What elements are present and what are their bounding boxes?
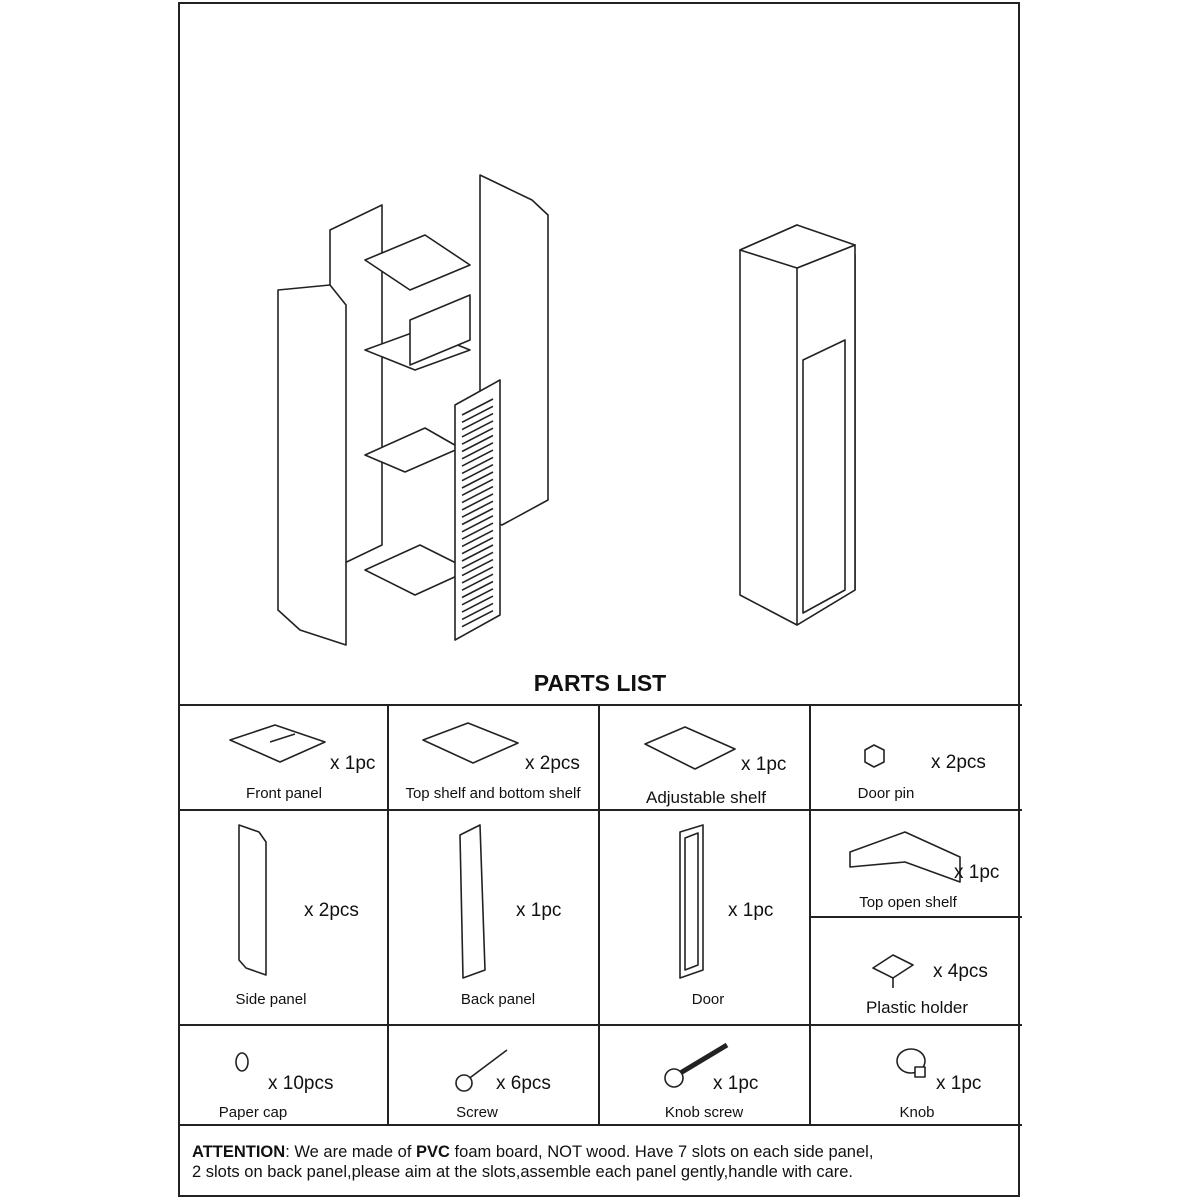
part-qty: x 1pc bbox=[713, 1073, 759, 1094]
part-name: Door bbox=[691, 991, 725, 1008]
door-slat bbox=[461, 551, 494, 570]
door-slat bbox=[461, 485, 494, 504]
part-qty: x 1pc bbox=[936, 1073, 982, 1094]
divider bbox=[598, 704, 600, 1125]
part-qty: x 1pc bbox=[954, 862, 1000, 883]
door-slat bbox=[461, 507, 494, 526]
part-qty: x 1pc bbox=[728, 900, 774, 921]
part-qty: x 2pcs bbox=[304, 900, 359, 921]
door-slat bbox=[461, 522, 494, 540]
divider bbox=[178, 704, 1022, 706]
part-qty: x 4pcs bbox=[933, 961, 988, 982]
door-slat bbox=[461, 449, 494, 467]
door-slat bbox=[461, 595, 494, 613]
part-name: Adjustable shelf bbox=[645, 788, 767, 807]
part-name: Knob bbox=[899, 1104, 935, 1121]
attention-text: foam board, NOT wood. Have 7 slots on ea… bbox=[449, 1143, 874, 1161]
door-slat bbox=[461, 456, 494, 475]
door-slat bbox=[461, 609, 494, 628]
door-pin-icon bbox=[864, 744, 885, 768]
attention-note: ATTENTION: We are made of PVC foam board… bbox=[192, 1142, 873, 1182]
knob-screw-icon bbox=[664, 1042, 729, 1088]
part-name: Screw bbox=[456, 1104, 498, 1121]
part-name: Side panel bbox=[235, 991, 307, 1008]
part-name: Knob screw bbox=[664, 1104, 744, 1121]
door-slat bbox=[461, 405, 494, 424]
attention-text: 2 slots on back panel,please aim at the … bbox=[192, 1163, 854, 1181]
attention-text: : We are made of bbox=[285, 1143, 417, 1161]
screw-icon bbox=[455, 1049, 508, 1092]
top-open-shelf-icon bbox=[849, 831, 961, 883]
side-panel-icon bbox=[238, 824, 267, 976]
attention-material: PVC bbox=[416, 1143, 450, 1161]
door-slat bbox=[461, 580, 494, 599]
page-frame bbox=[178, 2, 1020, 1197]
paper-cap-icon bbox=[235, 1052, 249, 1072]
front-panel-icon bbox=[229, 724, 326, 763]
door-slat bbox=[461, 434, 494, 453]
knob-icon bbox=[896, 1048, 926, 1078]
divider bbox=[178, 1024, 1022, 1026]
part-qty: x 1pc bbox=[516, 900, 562, 921]
part-name: Plastic holder bbox=[865, 998, 969, 1017]
part-qty: x 6pcs bbox=[496, 1073, 551, 1094]
door-slat bbox=[461, 515, 494, 533]
door-slat bbox=[461, 602, 494, 621]
door-slat bbox=[461, 471, 494, 489]
door-slat bbox=[461, 463, 494, 482]
part-qty: x 1pc bbox=[741, 754, 787, 775]
assembled-cabinet-illustration bbox=[739, 224, 856, 626]
door-slat bbox=[461, 566, 494, 584]
door-slat bbox=[461, 427, 494, 445]
part-qty: x 2pcs bbox=[525, 753, 580, 774]
part-qty: x 2pcs bbox=[931, 752, 986, 773]
adjustable-shelf-icon bbox=[644, 726, 736, 770]
door-slat bbox=[461, 558, 494, 577]
divider bbox=[809, 704, 811, 1125]
door-slat bbox=[461, 493, 494, 511]
divider bbox=[178, 1124, 1022, 1126]
door-icon bbox=[679, 824, 704, 979]
door-slat bbox=[461, 478, 494, 497]
door-slat bbox=[461, 412, 494, 431]
door-slat bbox=[461, 442, 494, 460]
back-panel-icon bbox=[459, 824, 486, 979]
shelf-icon bbox=[422, 722, 519, 764]
part-name: Top open shelf bbox=[859, 894, 957, 911]
door-slat bbox=[461, 398, 494, 416]
door-slat bbox=[461, 544, 494, 562]
door-slat bbox=[461, 588, 494, 606]
part-name: Front panel bbox=[246, 785, 322, 802]
part-name: Top shelf and bottom shelf bbox=[405, 785, 581, 802]
door-slat bbox=[461, 500, 494, 518]
exploded-view-illustration bbox=[277, 174, 549, 646]
divider bbox=[178, 809, 1022, 811]
part-qty: x 10pcs bbox=[268, 1073, 334, 1094]
door-slat bbox=[461, 420, 494, 438]
part-name: Paper cap bbox=[218, 1104, 288, 1121]
part-name: Back panel bbox=[460, 991, 536, 1008]
door-slat bbox=[461, 529, 494, 548]
part-qty: x 1pc bbox=[330, 753, 376, 774]
divider bbox=[387, 704, 389, 1125]
divider bbox=[810, 916, 1022, 918]
parts-list-title: PARTS LIST bbox=[533, 670, 667, 696]
part-name: Door pin bbox=[857, 785, 915, 802]
door-slat bbox=[461, 536, 494, 555]
plastic-holder-icon bbox=[872, 954, 914, 988]
door-slat bbox=[461, 573, 494, 591]
attention-label: ATTENTION bbox=[192, 1143, 286, 1161]
